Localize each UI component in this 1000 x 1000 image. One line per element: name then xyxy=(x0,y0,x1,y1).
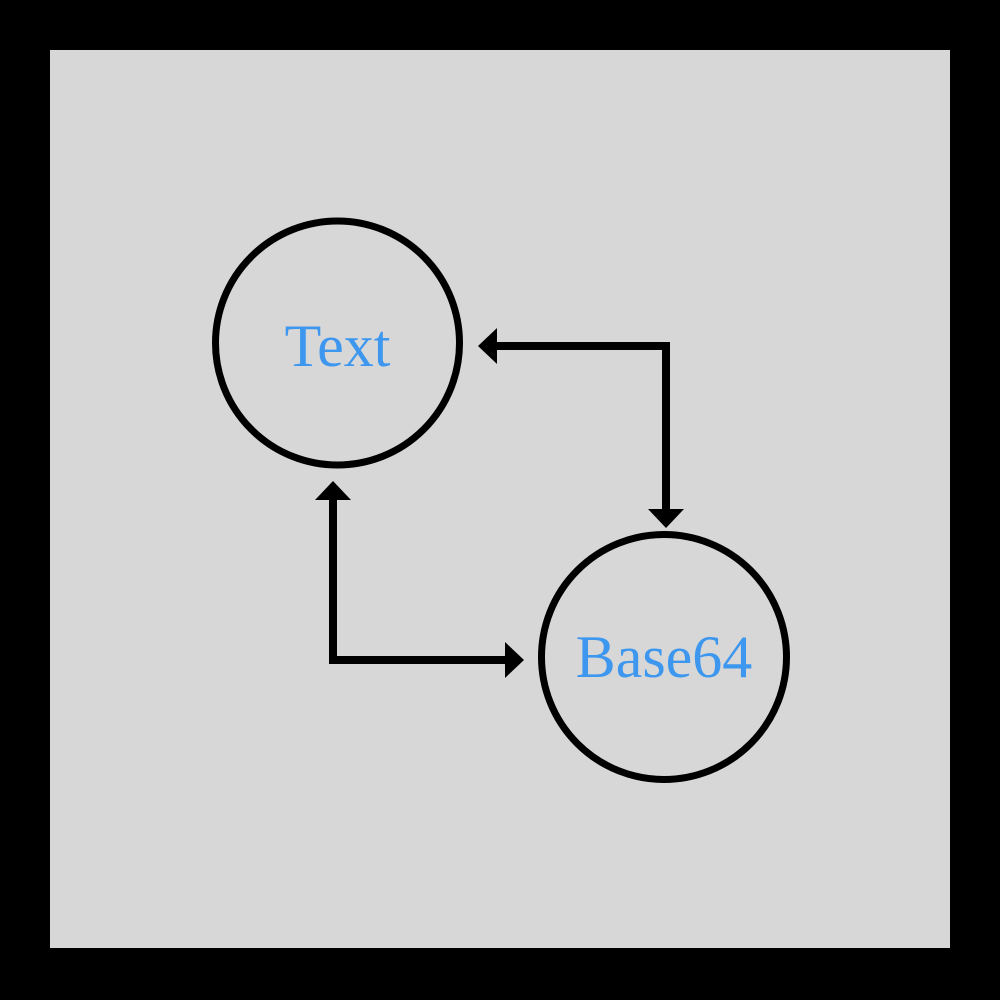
arrowhead-down-icon xyxy=(648,509,684,528)
edge-top-right xyxy=(478,328,684,528)
node-text: Text xyxy=(212,217,463,469)
node-text-label: Text xyxy=(285,313,391,379)
arrowhead-right-icon xyxy=(505,642,524,678)
arrowhead-left-icon xyxy=(478,328,497,364)
node-base64-circle xyxy=(538,531,790,783)
node-text-circle xyxy=(212,217,463,469)
panel-background xyxy=(50,50,950,948)
node-base64: Base64 xyxy=(538,531,790,783)
arrowhead-up-icon xyxy=(315,481,351,500)
node-base64-label: Base64 xyxy=(576,624,753,690)
edge-bottom-left-line xyxy=(329,497,508,664)
edge-top-right-line xyxy=(492,342,670,513)
edge-bottom-left xyxy=(315,481,524,678)
